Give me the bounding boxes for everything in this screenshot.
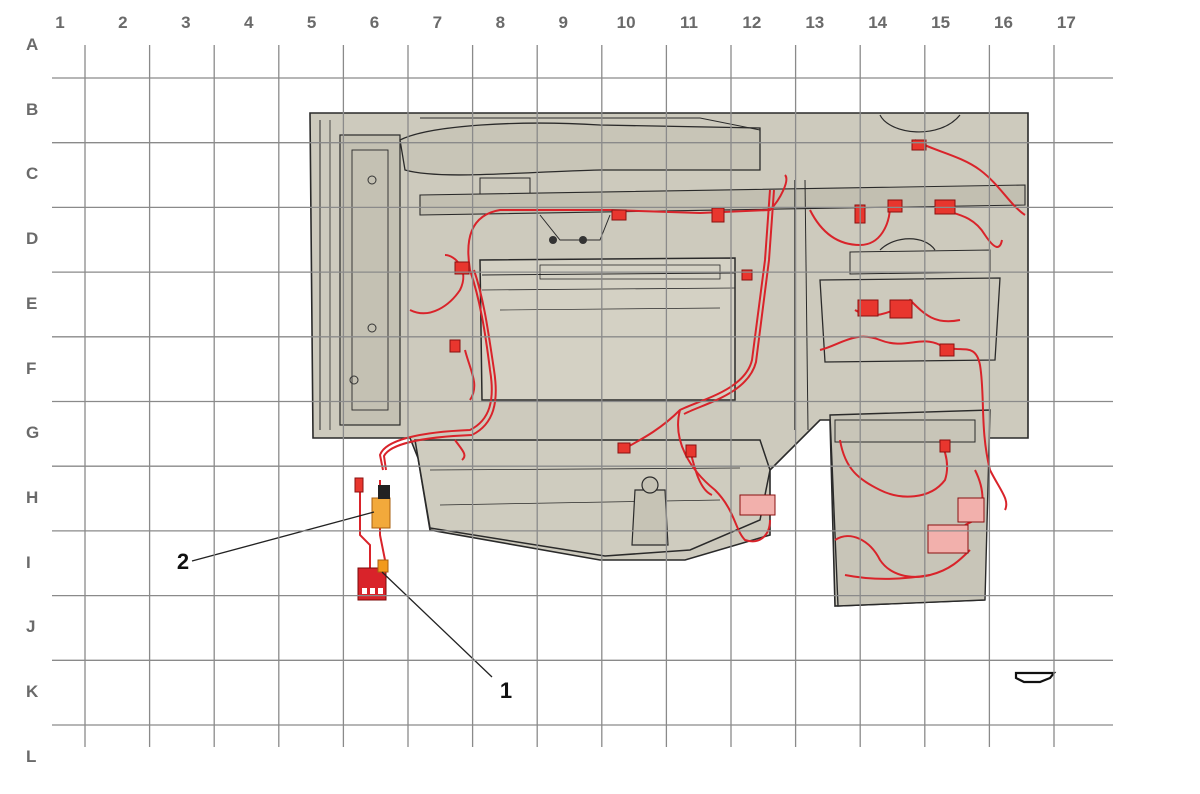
leader-line-2 <box>191 511 375 562</box>
leader-line-1 <box>381 571 493 678</box>
connector-h12 <box>739 494 776 516</box>
column-label: 3 <box>181 13 191 32</box>
connector-g15 <box>939 439 951 453</box>
row-label: D <box>26 229 39 249</box>
column-label: 7 <box>432 13 443 32</box>
harness-console <box>839 439 949 498</box>
column-label: 17 <box>1056 13 1076 32</box>
leader-lines <box>191 511 493 678</box>
connector-f15 <box>939 343 955 357</box>
harness-top-right <box>914 139 1026 216</box>
row-label: K <box>26 682 39 701</box>
connector-d10 <box>611 209 627 221</box>
dashboard-panel <box>309 112 1029 607</box>
row-label: C <box>26 164 39 184</box>
hvac-box <box>479 257 736 401</box>
row-label: B <box>26 99 39 119</box>
column-label: 12 <box>742 13 762 32</box>
connector-i15 <box>927 524 969 554</box>
left-pillar-inner <box>351 149 389 411</box>
reference-grid <box>52 45 1113 747</box>
connector-e14b <box>889 299 913 319</box>
callout-2: 2 <box>176 549 190 574</box>
harness-center <box>621 189 771 451</box>
callout-1: 1 <box>499 678 513 703</box>
top-duct <box>399 122 761 176</box>
column-label: 14 <box>868 13 888 32</box>
column-label: 5 <box>306 13 317 32</box>
harness-left-branch <box>409 254 465 315</box>
center-console <box>829 409 991 607</box>
column-label: 9 <box>558 13 568 32</box>
connector-g11 <box>685 444 697 458</box>
connector-e12 <box>741 269 753 281</box>
connector-d14 <box>887 199 903 213</box>
connector-1-tab <box>377 559 389 573</box>
row-label: F <box>26 358 37 378</box>
connector-2-cap <box>378 485 390 499</box>
harness-main-left <box>378 174 788 471</box>
connector-g10 <box>617 442 631 454</box>
connector-1-housing <box>357 567 387 601</box>
column-label: 13 <box>805 13 825 32</box>
row-label: H <box>26 487 39 507</box>
column-label: 4 <box>243 13 254 32</box>
connector-d11 <box>711 207 725 223</box>
row-label: J <box>26 617 36 637</box>
row-label: I <box>26 552 31 572</box>
column-label: 15 <box>931 13 951 32</box>
glovebox-latch <box>631 489 669 546</box>
connector-c14 <box>911 139 927 151</box>
connector-f7 <box>449 339 461 353</box>
column-label: 1 <box>55 13 65 32</box>
row-label: G <box>26 423 40 443</box>
row-label: E <box>26 293 38 313</box>
glovebox <box>414 439 771 557</box>
row-label: L <box>26 746 37 766</box>
connector-e14 <box>857 299 879 317</box>
column-label: 6 <box>369 13 380 32</box>
column-label: 8 <box>495 13 506 32</box>
connector-2-housing <box>371 497 391 529</box>
connector-h15 <box>957 497 985 523</box>
column-label: 16 <box>994 13 1013 32</box>
column-label: 10 <box>616 13 636 32</box>
connector-e7 <box>454 261 470 275</box>
direction-arrow-icon <box>1014 671 1057 684</box>
column-label: 11 <box>680 13 698 32</box>
radio-bezel <box>819 277 1001 363</box>
column-label: 2 <box>118 13 128 32</box>
left-pillar <box>339 134 401 426</box>
row-label: A <box>26 35 39 54</box>
highlighted-connector-group <box>354 477 391 601</box>
